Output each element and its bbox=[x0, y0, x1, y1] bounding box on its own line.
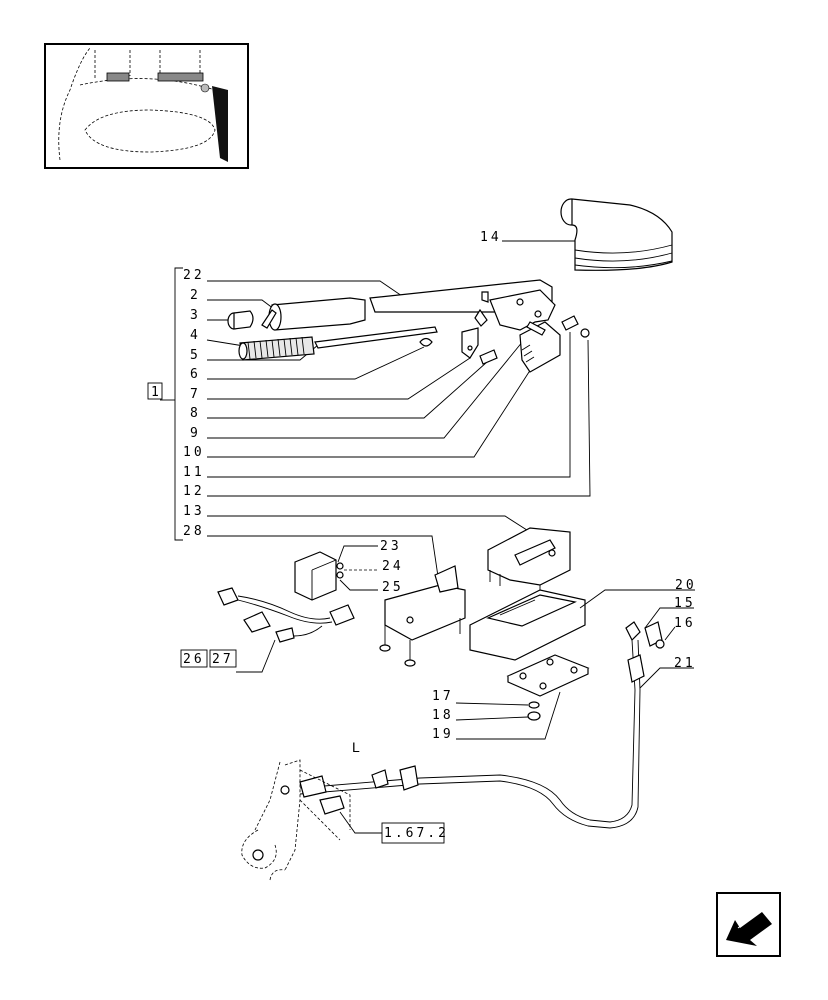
callout-3: 3 bbox=[190, 308, 201, 323]
bracket-part-28 bbox=[379, 565, 466, 667]
cab-location-thumbnail bbox=[44, 43, 249, 169]
callout-9: 9 bbox=[190, 426, 201, 441]
callout-10: 10 bbox=[183, 445, 205, 460]
callout-25: 25 bbox=[382, 580, 404, 595]
callout-18: 18 bbox=[432, 708, 454, 723]
bracket-part-13 bbox=[487, 527, 571, 598]
callout-20: 20 bbox=[675, 578, 697, 593]
callout-21: 21 bbox=[674, 656, 696, 671]
callout-13: 13 bbox=[183, 504, 205, 519]
callout-14: 14 bbox=[480, 230, 502, 245]
callout-5: 5 bbox=[190, 348, 201, 363]
callout-22: 22 bbox=[183, 268, 205, 283]
brake-cable-part-21: 15 16 21 bbox=[299, 596, 696, 829]
callout-15: 15 bbox=[674, 596, 696, 611]
callout-23: 23 bbox=[380, 539, 402, 554]
small-parts bbox=[419, 315, 590, 373]
callout-19: 19 bbox=[432, 727, 454, 742]
callout-26: 26 bbox=[183, 652, 205, 667]
callout-11: 11 bbox=[183, 465, 205, 480]
view-l-lever: L 1.67.2 bbox=[241, 739, 449, 881]
callout-1: 1 bbox=[151, 385, 162, 400]
assembly-bracket: 1 bbox=[147, 267, 183, 541]
callout-28: 28 bbox=[183, 524, 205, 539]
knob-part-3 bbox=[227, 309, 277, 330]
callout-4: 4 bbox=[190, 328, 201, 343]
plate-part-19: 17 18 19 bbox=[432, 654, 590, 742]
callout-2: 2 bbox=[190, 288, 201, 303]
callout-27: 27 bbox=[212, 652, 234, 667]
handbrake-lever bbox=[268, 279, 556, 331]
callout-12: 12 bbox=[183, 484, 205, 499]
cover-plate-part-20: 20 bbox=[469, 578, 697, 661]
switch-part-23: 23 24 25 bbox=[294, 539, 404, 601]
reference-callout: 1.67.2 bbox=[384, 826, 449, 841]
callout-17: 17 bbox=[432, 689, 454, 704]
callout-8: 8 bbox=[190, 406, 201, 421]
callout-24: 24 bbox=[382, 559, 404, 574]
view-label: L bbox=[352, 739, 360, 755]
callout-6: 6 bbox=[190, 367, 201, 382]
wiring-harness: 26 27 bbox=[180, 587, 355, 673]
callout-7: 7 bbox=[190, 387, 201, 402]
lever-boot-part-14: 14 bbox=[480, 198, 673, 271]
spring-part-4 bbox=[238, 326, 438, 361]
return-arrow-icon[interactable] bbox=[716, 892, 781, 957]
callout-16: 16 bbox=[674, 616, 696, 631]
